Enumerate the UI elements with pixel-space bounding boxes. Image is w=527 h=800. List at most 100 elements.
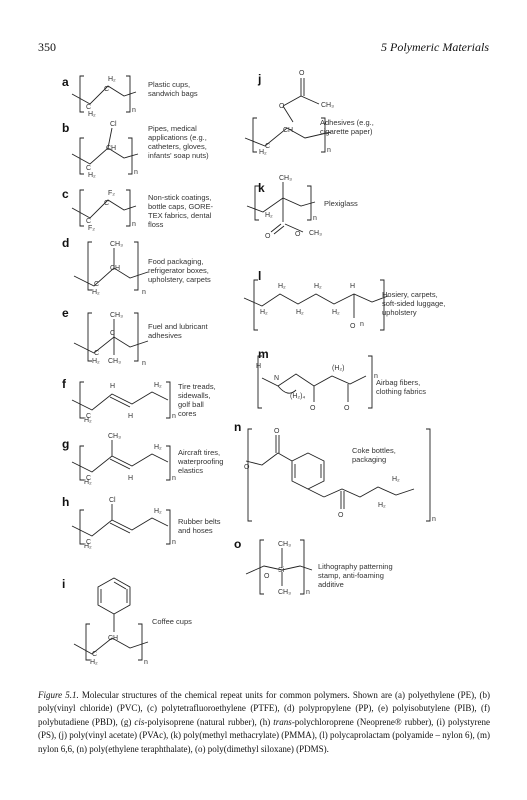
annotation-l: Hosiery, carpets, soft-sided luggage, up…	[382, 290, 446, 317]
svg-text:C: C	[86, 539, 91, 546]
svg-text:CH: CH	[110, 265, 120, 272]
svg-text:n: n	[306, 589, 310, 596]
svg-text:C: C	[86, 218, 91, 225]
panel-label-e: e	[62, 306, 69, 320]
annotation-o: Lithography patterning stamp, anti-foami…	[318, 562, 393, 589]
page-number: 350	[38, 40, 56, 54]
svg-text:CH₃: CH₃	[279, 175, 292, 182]
svg-text:n: n	[132, 107, 136, 114]
annotation-h: Rubber belts and hoses	[178, 517, 221, 535]
svg-text:H₂: H₂	[260, 309, 268, 316]
svg-text:CH₃: CH₃	[108, 358, 121, 365]
svg-text:H₂: H₂	[154, 444, 162, 451]
caption-text-1: Molecular structures of the chemical rep…	[38, 690, 490, 727]
svg-text:Cl: Cl	[109, 497, 116, 504]
svg-text:C: C	[86, 104, 91, 111]
svg-text:H₂: H₂	[392, 476, 400, 483]
svg-text:H₂: H₂	[378, 502, 386, 509]
panel-label-f: f	[62, 377, 66, 391]
running-head: 5 Polymeric Materials	[381, 40, 489, 54]
svg-text:CH₃: CH₃	[309, 230, 322, 237]
svg-text:CH: CH	[283, 127, 293, 134]
svg-text:H: H	[350, 283, 355, 290]
svg-text:H₂: H₂	[84, 543, 92, 550]
svg-text:C: C	[86, 165, 91, 172]
svg-text:C: C	[265, 143, 270, 150]
svg-text:H₂: H₂	[154, 508, 162, 515]
svg-text:CH₃: CH₃	[110, 241, 123, 248]
svg-text:CH₃: CH₃	[278, 589, 291, 596]
annotation-j: Adhesives (e.g., cigarette paper)	[320, 118, 374, 136]
svg-text:O: O	[274, 428, 280, 435]
svg-text:H₂: H₂	[92, 358, 100, 365]
svg-text:O: O	[264, 573, 270, 580]
svg-text:n: n	[374, 373, 378, 380]
panel-label-l: l	[258, 269, 262, 283]
svg-text:O: O	[350, 323, 356, 330]
svg-text:H₂: H₂	[314, 283, 322, 290]
svg-text:n: n	[327, 147, 331, 154]
svg-text:H: H	[256, 363, 261, 370]
svg-text:H₂: H₂	[108, 76, 116, 83]
svg-text:C: C	[92, 651, 97, 658]
svg-text:C: C	[86, 413, 91, 420]
svg-text:H₂: H₂	[296, 309, 304, 316]
svg-text:CH: CH	[108, 635, 118, 642]
svg-text:C: C	[110, 330, 115, 337]
svg-text:F₂: F₂	[88, 225, 95, 232]
svg-text:O: O	[344, 405, 350, 412]
svg-text:O: O	[310, 405, 316, 412]
panel-label-n: n	[234, 420, 242, 434]
caption-label: Figure 5.1.	[38, 690, 79, 700]
svg-text:n: n	[132, 221, 136, 228]
svg-text:H: H	[110, 383, 115, 390]
svg-text:CH₃: CH₃	[321, 102, 334, 109]
svg-text:Cl: Cl	[110, 121, 117, 128]
svg-text:C: C	[104, 200, 109, 207]
svg-text:O: O	[244, 464, 250, 471]
annotation-f: Tire treads, sidewalls, golf ball cores	[178, 382, 216, 418]
annotation-c: Non-stick coatings, bottle caps, GORE- T…	[148, 193, 214, 229]
svg-text:C: C	[86, 475, 91, 482]
svg-text:H₂: H₂	[154, 382, 162, 389]
svg-text:(H₂): (H₂)	[332, 365, 344, 372]
svg-text:n: n	[172, 539, 176, 546]
annotation-k: Plexiglass	[324, 199, 358, 208]
panel-label-h: h	[62, 495, 70, 509]
annotation-g: Aircraft tires, waterproofing elastics	[178, 448, 224, 475]
panel-label-d: d	[62, 236, 70, 250]
svg-text:C: C	[94, 350, 99, 357]
svg-text:H₂: H₂	[278, 283, 286, 290]
svg-text:H₂: H₂	[84, 479, 92, 486]
svg-text:H₂: H₂	[92, 289, 100, 296]
svg-text:n: n	[172, 413, 176, 420]
svg-text:O: O	[279, 103, 285, 110]
panel-label-i: i	[62, 577, 66, 591]
svg-text:H: H	[128, 475, 133, 482]
svg-text:H: H	[128, 413, 133, 420]
svg-text:H₂: H₂	[88, 172, 96, 179]
panel-label-b: b	[62, 121, 70, 135]
panel-label-k: k	[258, 181, 265, 195]
svg-text:C: C	[94, 281, 99, 288]
caption-text-2: -polyisoprene (natural rubber), (h)	[144, 716, 274, 727]
svg-text:CH₃: CH₃	[278, 541, 291, 548]
panel-label-a: a	[62, 75, 69, 89]
caption-cis: cis	[134, 716, 145, 727]
svg-text:N: N	[274, 375, 279, 382]
svg-text:H₂: H₂	[84, 417, 92, 424]
panel-label-j: j	[258, 72, 262, 86]
